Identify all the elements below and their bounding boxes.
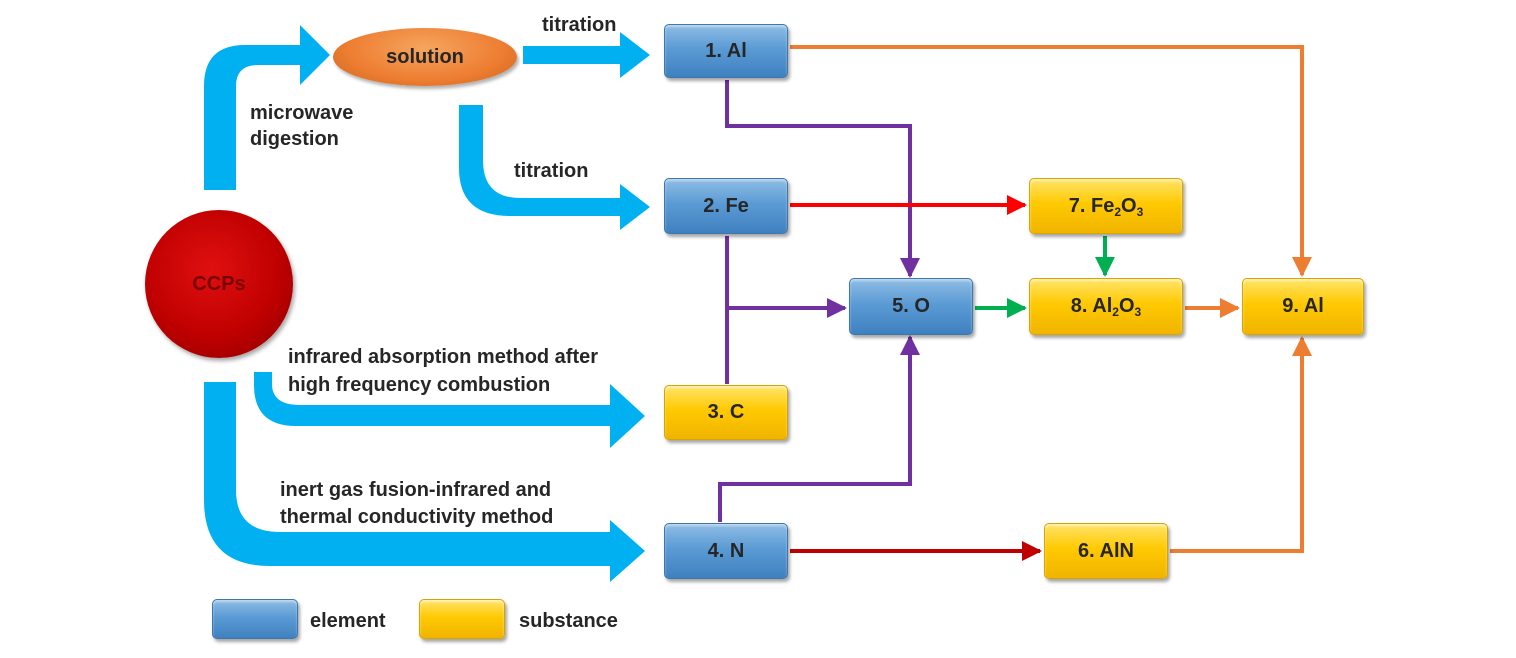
method-inert-gas-line2: thermal conductivity method bbox=[280, 506, 554, 528]
arrow-solution-to-fe bbox=[459, 105, 650, 230]
node-n: 4. N bbox=[664, 523, 788, 579]
line-n-to-o bbox=[718, 335, 920, 522]
method-titration-al: titration bbox=[542, 14, 617, 36]
method-infrared-line1: infrared absorption method after bbox=[288, 346, 599, 368]
ccps-label: CCPs bbox=[192, 272, 246, 295]
node-al: 1. Al bbox=[664, 24, 788, 78]
node-fe2o3: 7. Fe2O3 bbox=[1029, 178, 1183, 234]
method-microwave-line2: digestion bbox=[250, 128, 339, 150]
legend-substance-swatch bbox=[419, 599, 505, 639]
arrow-solution-to-al bbox=[523, 32, 650, 78]
legend-substance-label: substance bbox=[519, 610, 618, 632]
big-arrows bbox=[204, 25, 650, 582]
node-fe2o3-label: 7. Fe2O3 bbox=[1068, 194, 1144, 219]
legend-element-label: element bbox=[310, 610, 386, 632]
node-fe-label: 2. Fe bbox=[703, 194, 749, 217]
orange-connectors bbox=[790, 45, 1312, 553]
method-microwave-line1: microwave bbox=[250, 102, 354, 124]
node-al-total-label: 9. Al bbox=[1282, 295, 1324, 317]
node-o: 5. O bbox=[849, 278, 973, 335]
arrow-inert-gas bbox=[204, 382, 645, 582]
node-c: 3. C bbox=[664, 385, 788, 440]
node-aln: 6. AlN bbox=[1044, 523, 1168, 579]
solution-ellipse: solution bbox=[333, 28, 517, 86]
method-titration-fe: titration bbox=[514, 160, 589, 182]
node-al2o3: 8. Al2O3 bbox=[1029, 278, 1183, 335]
solution-label: solution bbox=[386, 45, 464, 68]
line-aln-to-al-total bbox=[1170, 336, 1312, 553]
node-o-label: 5. O bbox=[892, 295, 930, 317]
node-fe: 2. Fe bbox=[664, 178, 788, 234]
method-infrared-line2: high frequency combustion bbox=[288, 374, 551, 396]
arrow-microwave bbox=[204, 25, 330, 190]
ccps-circle: CCPs bbox=[145, 210, 293, 358]
node-al-total: 9. Al bbox=[1242, 278, 1364, 335]
node-al2o3-label: 8. Al2O3 bbox=[1070, 295, 1142, 319]
purple-connectors bbox=[718, 80, 920, 522]
node-n-label: 4. N bbox=[707, 539, 745, 562]
arrow-infrared bbox=[254, 372, 645, 448]
node-c-label: 3. C bbox=[707, 401, 745, 423]
legend-element-swatch bbox=[212, 599, 298, 639]
node-al-label: 1. Al bbox=[705, 39, 747, 62]
node-aln-label: 6. AlN bbox=[1078, 539, 1134, 562]
method-inert-gas-line1: inert gas fusion-infrared and bbox=[280, 479, 552, 501]
line-al-to-al-total bbox=[790, 45, 1312, 277]
line-al-to-o bbox=[725, 80, 920, 278]
